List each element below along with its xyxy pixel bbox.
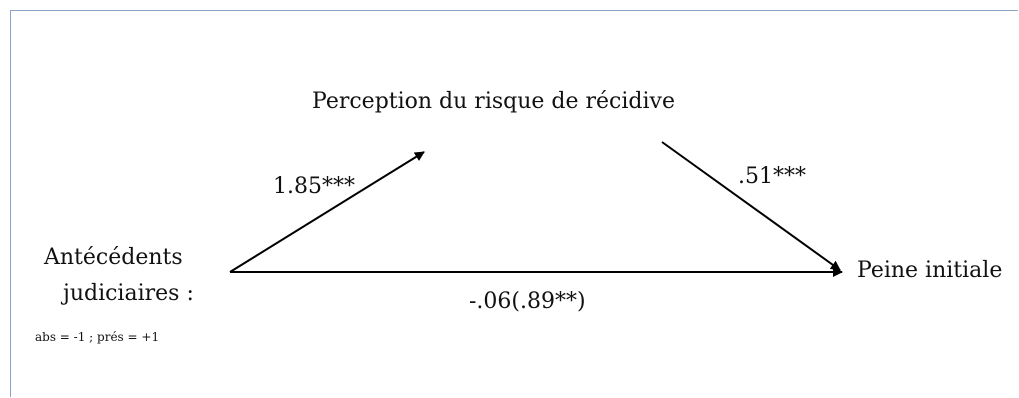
mediator-node: Perception du risque de récidive [312,89,675,114]
arrow-mediator-to-outcome [661,141,841,271]
arrow-predictor-to-mediator [229,151,425,273]
predictor-node-line1: Antécédents [44,245,183,270]
path-b-coefficient: .51*** [738,164,806,189]
figure-frame [10,10,1018,397]
outcome-node: Peine initiale [857,258,1003,283]
path-c-coefficient: -.06(.89**) [469,289,586,314]
predictor-node-line2: judiciaires : [63,281,194,306]
predictor-coding-note: abs = -1 ; prés = +1 [35,330,160,344]
path-a-coefficient: 1.85*** [273,174,355,199]
